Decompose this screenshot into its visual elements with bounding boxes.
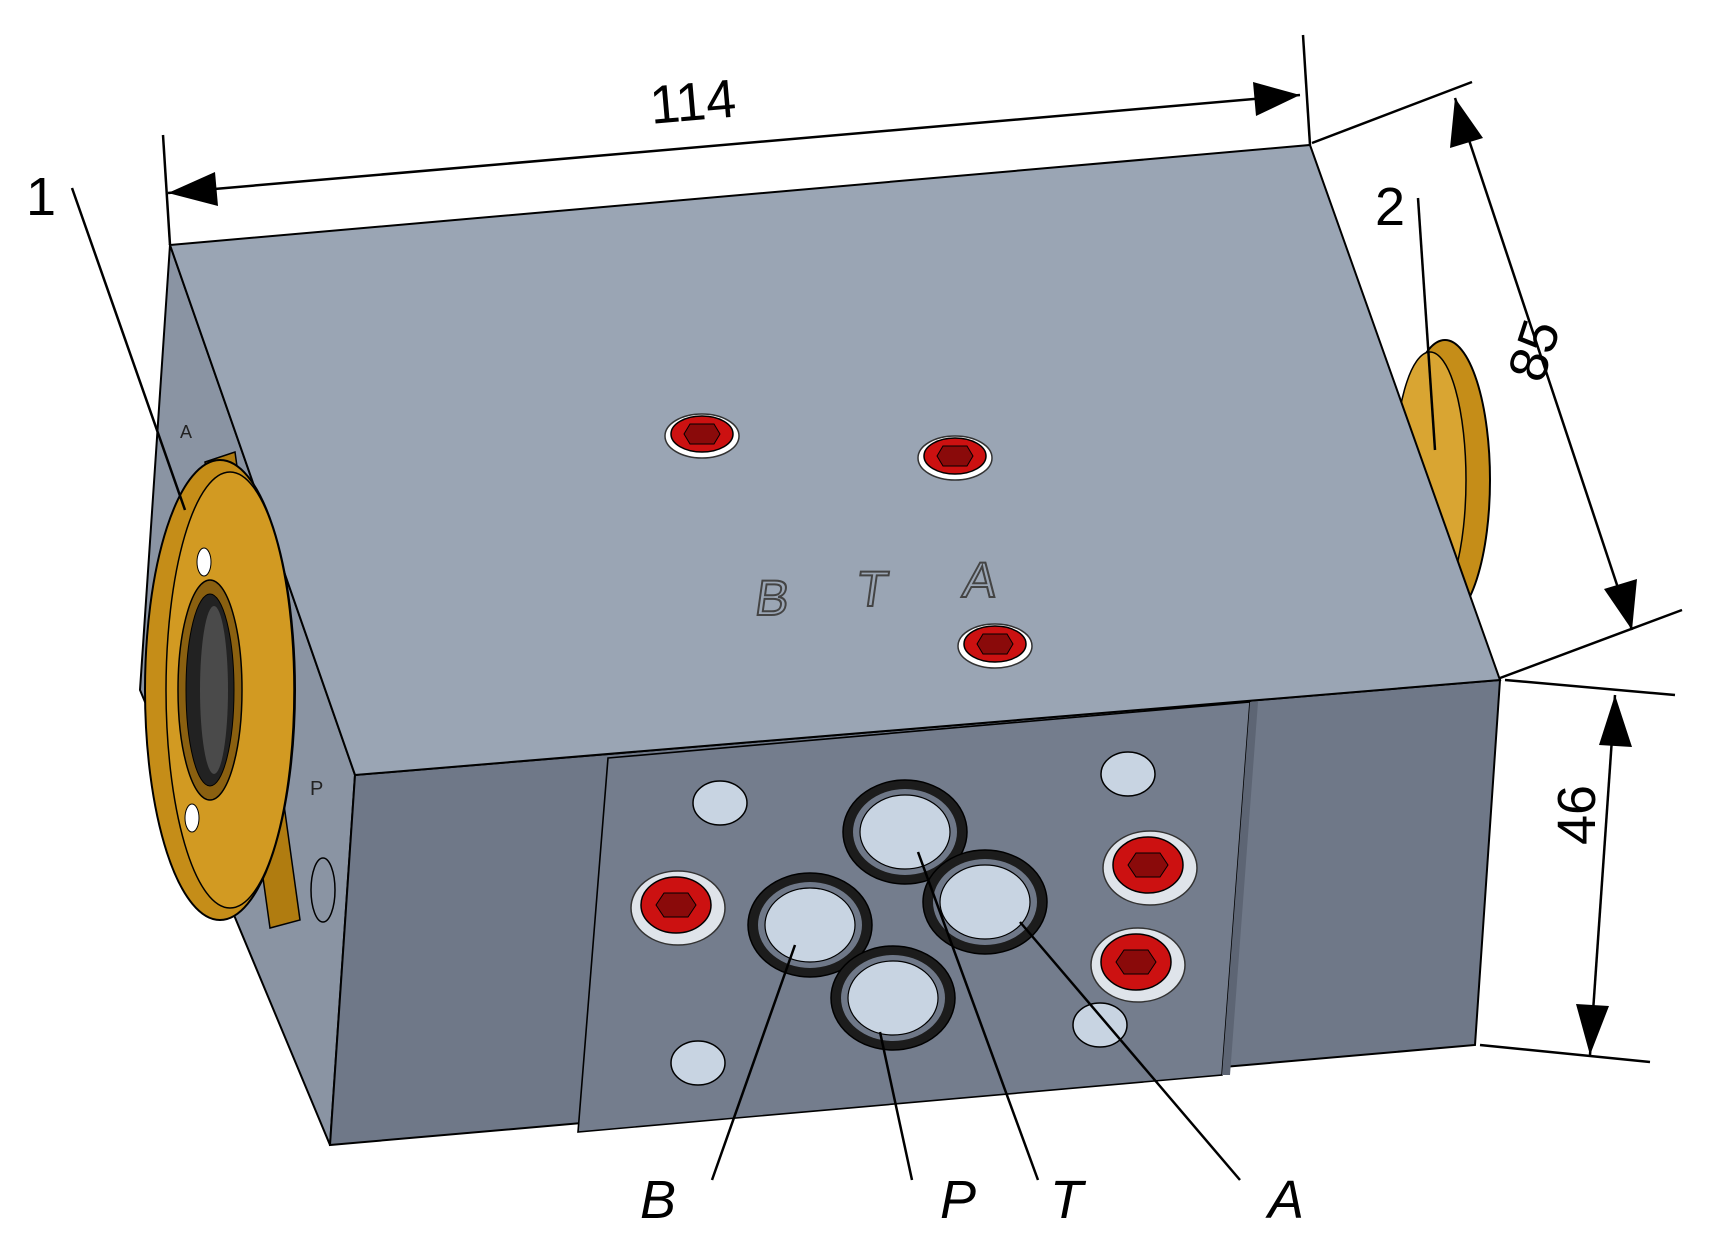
dimension-depth xyxy=(1311,80,1683,680)
leader-port-a xyxy=(1019,921,1241,1181)
dimension-length-label: 114 xyxy=(647,69,738,136)
plug-front-3 xyxy=(1090,927,1186,1003)
plug-front-2 xyxy=(1102,830,1198,906)
port-a xyxy=(922,849,1048,955)
leader-item-2 xyxy=(1416,197,1437,451)
leader-port-t xyxy=(916,851,1040,1181)
port-b xyxy=(747,872,873,978)
dimension-height-label: 46 xyxy=(1547,785,1607,845)
dimension-length xyxy=(161,34,1312,246)
callout-port-b: B xyxy=(640,1170,676,1230)
callout-port-t: T xyxy=(1050,1170,1087,1230)
mounting-holes xyxy=(670,751,1156,1086)
block-top-face xyxy=(168,143,1502,777)
svg-text:A: A xyxy=(180,422,192,442)
callout-item-2: 2 xyxy=(1375,177,1405,237)
plug-top-2 xyxy=(917,435,993,481)
port-p xyxy=(830,945,956,1051)
leader-port-p xyxy=(878,1031,914,1181)
flange-left xyxy=(144,451,301,929)
leader-item-1 xyxy=(70,187,187,511)
leader-port-b xyxy=(710,944,797,1181)
callout-port-p: P xyxy=(940,1170,976,1230)
callout-item-1: 1 xyxy=(26,167,56,227)
svg-text:P: P xyxy=(310,778,323,800)
plug-top-3 xyxy=(957,623,1033,669)
valve-block xyxy=(138,143,1502,1147)
plug-top-1 xyxy=(664,413,740,459)
left-face-markings: P A xyxy=(180,422,336,923)
callout-port-a: A xyxy=(1265,1170,1304,1230)
dimension-depth-label: 85 xyxy=(1497,313,1573,389)
plug-front-1 xyxy=(630,870,726,946)
dimension-height xyxy=(1479,678,1676,1064)
port-t xyxy=(842,779,968,885)
